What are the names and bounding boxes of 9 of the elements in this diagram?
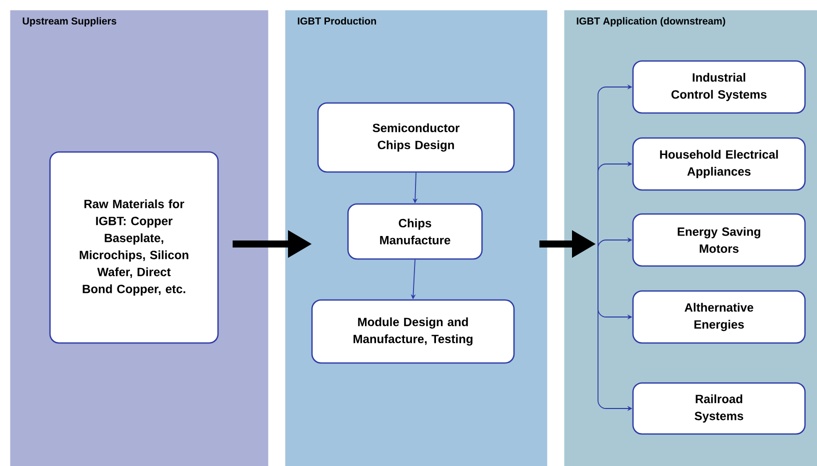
process-box: Chips Manufacture bbox=[347, 203, 483, 260]
process-box: Household Electrical Appliances bbox=[632, 137, 806, 191]
process-box: Railroad Systems bbox=[632, 382, 806, 435]
process-box: Industrial Control Systems bbox=[632, 60, 806, 114]
process-box: Raw Materials for IGBT: Copper Baseplate, Microchips, Silicon Wafer, Direct Bond Copper, etc. bbox=[49, 151, 219, 344]
process-box: Module Design and Manufacture, Testing bbox=[311, 299, 515, 364]
process-box: Semiconductor Chips Design bbox=[317, 102, 515, 173]
process-box: Althernative Energies bbox=[632, 290, 806, 344]
process-box: Energy Saving Motors bbox=[632, 213, 806, 267]
